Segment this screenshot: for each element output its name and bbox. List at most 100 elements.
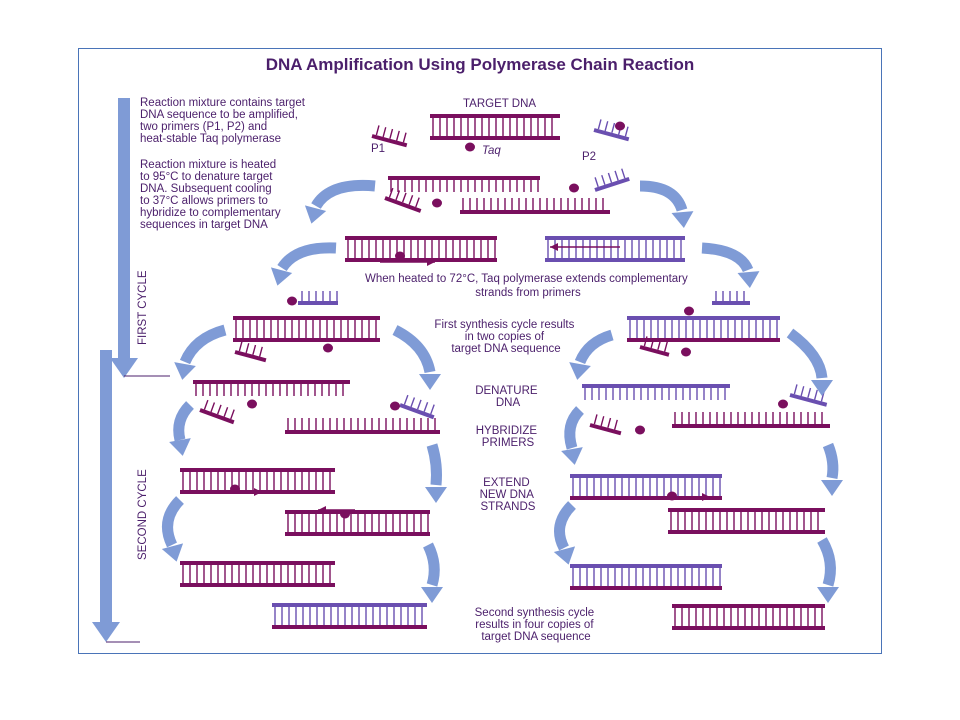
right-denature-bottom [672,424,830,428]
second-cycle-arrow [92,350,120,642]
taq-polymerase-icon [681,347,691,357]
left-primer-p2 [399,394,435,420]
copy-left-top [233,316,380,320]
process-arrow [162,496,185,548]
taq-polymerase-icon [635,425,645,435]
extension-arrowhead [702,493,710,501]
hybridize-label: HYBRIDIZE PRIMERS [476,425,541,449]
left-denature-bottom [285,430,440,434]
extension-right-bottom [545,258,685,262]
primer-p2 [593,119,630,142]
copy-left-bottom [233,338,380,342]
right-extend-2-bottom [668,530,825,534]
taq-polymerase-icon [778,399,788,409]
extension-arrowhead [427,258,435,266]
taq-label: Taq [482,145,501,157]
base-ticks [674,608,823,626]
process-arrowhead [811,380,833,396]
right-extend-1-bottom [570,496,722,500]
denatured-strand-top [388,176,540,180]
right-final-1-bottom [570,586,722,590]
step2-text: Reaction mixture is heated to 95°C to de… [140,159,284,231]
primer-p1 [371,125,408,148]
extend-label: EXTEND NEW DNA STRANDS [480,477,537,513]
p1-label: P1 [371,143,385,155]
taq-polymerase-icon [569,183,579,193]
left-denature-top [193,380,350,384]
process-arrowhead [821,480,843,496]
taq-polymerase-icon [684,306,694,316]
process-arrow [179,324,227,365]
base-ticks [287,514,429,532]
taq-polymerase-icon [340,509,350,519]
diagram-title: DNA Amplification Using Polymerase Chain… [266,55,695,74]
process-arrow [423,542,440,587]
p2-label: P2 [582,151,596,163]
taq-polymerase-icon [247,399,257,409]
base-ticks [674,412,823,424]
left-final-1-bottom [180,583,335,587]
taq-polymerase-icon [323,343,333,353]
base-ticks [274,607,423,625]
base-ticks [182,472,331,490]
process-arrowhead [304,205,327,224]
process-arrowhead [270,267,293,286]
process-arrow [554,501,577,551]
left-primer-p1 [199,399,235,425]
step4-text: First synthesis cycle results in two cop… [434,319,577,355]
copy-right-bottom [627,338,780,342]
process-arrowhead [553,546,576,565]
base-ticks [287,418,436,430]
denatured-strand-bottom [460,210,610,214]
base-ticks [182,565,331,583]
drawing-layer [161,114,843,630]
process-arrowhead [174,362,196,380]
primer-p2-hybridizing [594,168,630,192]
left-extend-1-top [180,468,335,472]
process-arrowhead [425,487,447,503]
first-cycle-arrow [110,98,138,378]
process-arrowhead [419,374,441,390]
step5-text: Second synthesis cycle results in four c… [475,607,598,643]
copy-right-top [627,316,780,320]
base-ticks [584,388,726,400]
right-primer-p2 [789,384,828,407]
base-ticks [670,512,819,530]
process-arrow [786,328,828,379]
primer-p2-left [298,291,338,305]
left-extend-2-top [285,510,430,514]
primer-p1-right [639,336,670,357]
process-arrow [701,242,754,273]
process-arrowhead [561,447,583,465]
process-arrow [822,442,839,480]
process-arrow [817,537,836,587]
step1-text: Reaction mixture contains target DNA seq… [140,97,308,145]
base-ticks [235,320,377,338]
extension-arrowhead [254,488,262,496]
taq-polymerase-icon [667,491,677,501]
process-arrow [564,406,585,450]
first-cycle-label: FIRST CYCLE [137,270,149,345]
process-arrowhead [817,587,839,603]
process-arrow [277,242,337,272]
target-dna-top [430,114,560,118]
right-denature-top [582,384,730,388]
left-final-2-bottom [272,625,427,629]
process-arrowhead [169,438,191,456]
process-arrowhead [569,362,591,380]
process-arrowhead [671,211,694,228]
target-dna-label: TARGET DNA [463,98,536,110]
taq-polymerase-icon [390,401,400,411]
process-arrowhead [421,587,443,603]
left-final-2-top [272,603,427,607]
right-extend-2-top [668,508,825,512]
taq-polymerase-icon [287,296,297,306]
extension-left-bottom [345,258,497,262]
primer-p1-hybridizing [384,187,422,213]
process-arrow [392,325,436,374]
base-ticks [390,180,539,192]
right-final-1-top [570,564,722,568]
extension-arrowhead [550,243,558,251]
right-final-2-top [672,604,825,608]
right-extend-1-top [570,474,722,478]
